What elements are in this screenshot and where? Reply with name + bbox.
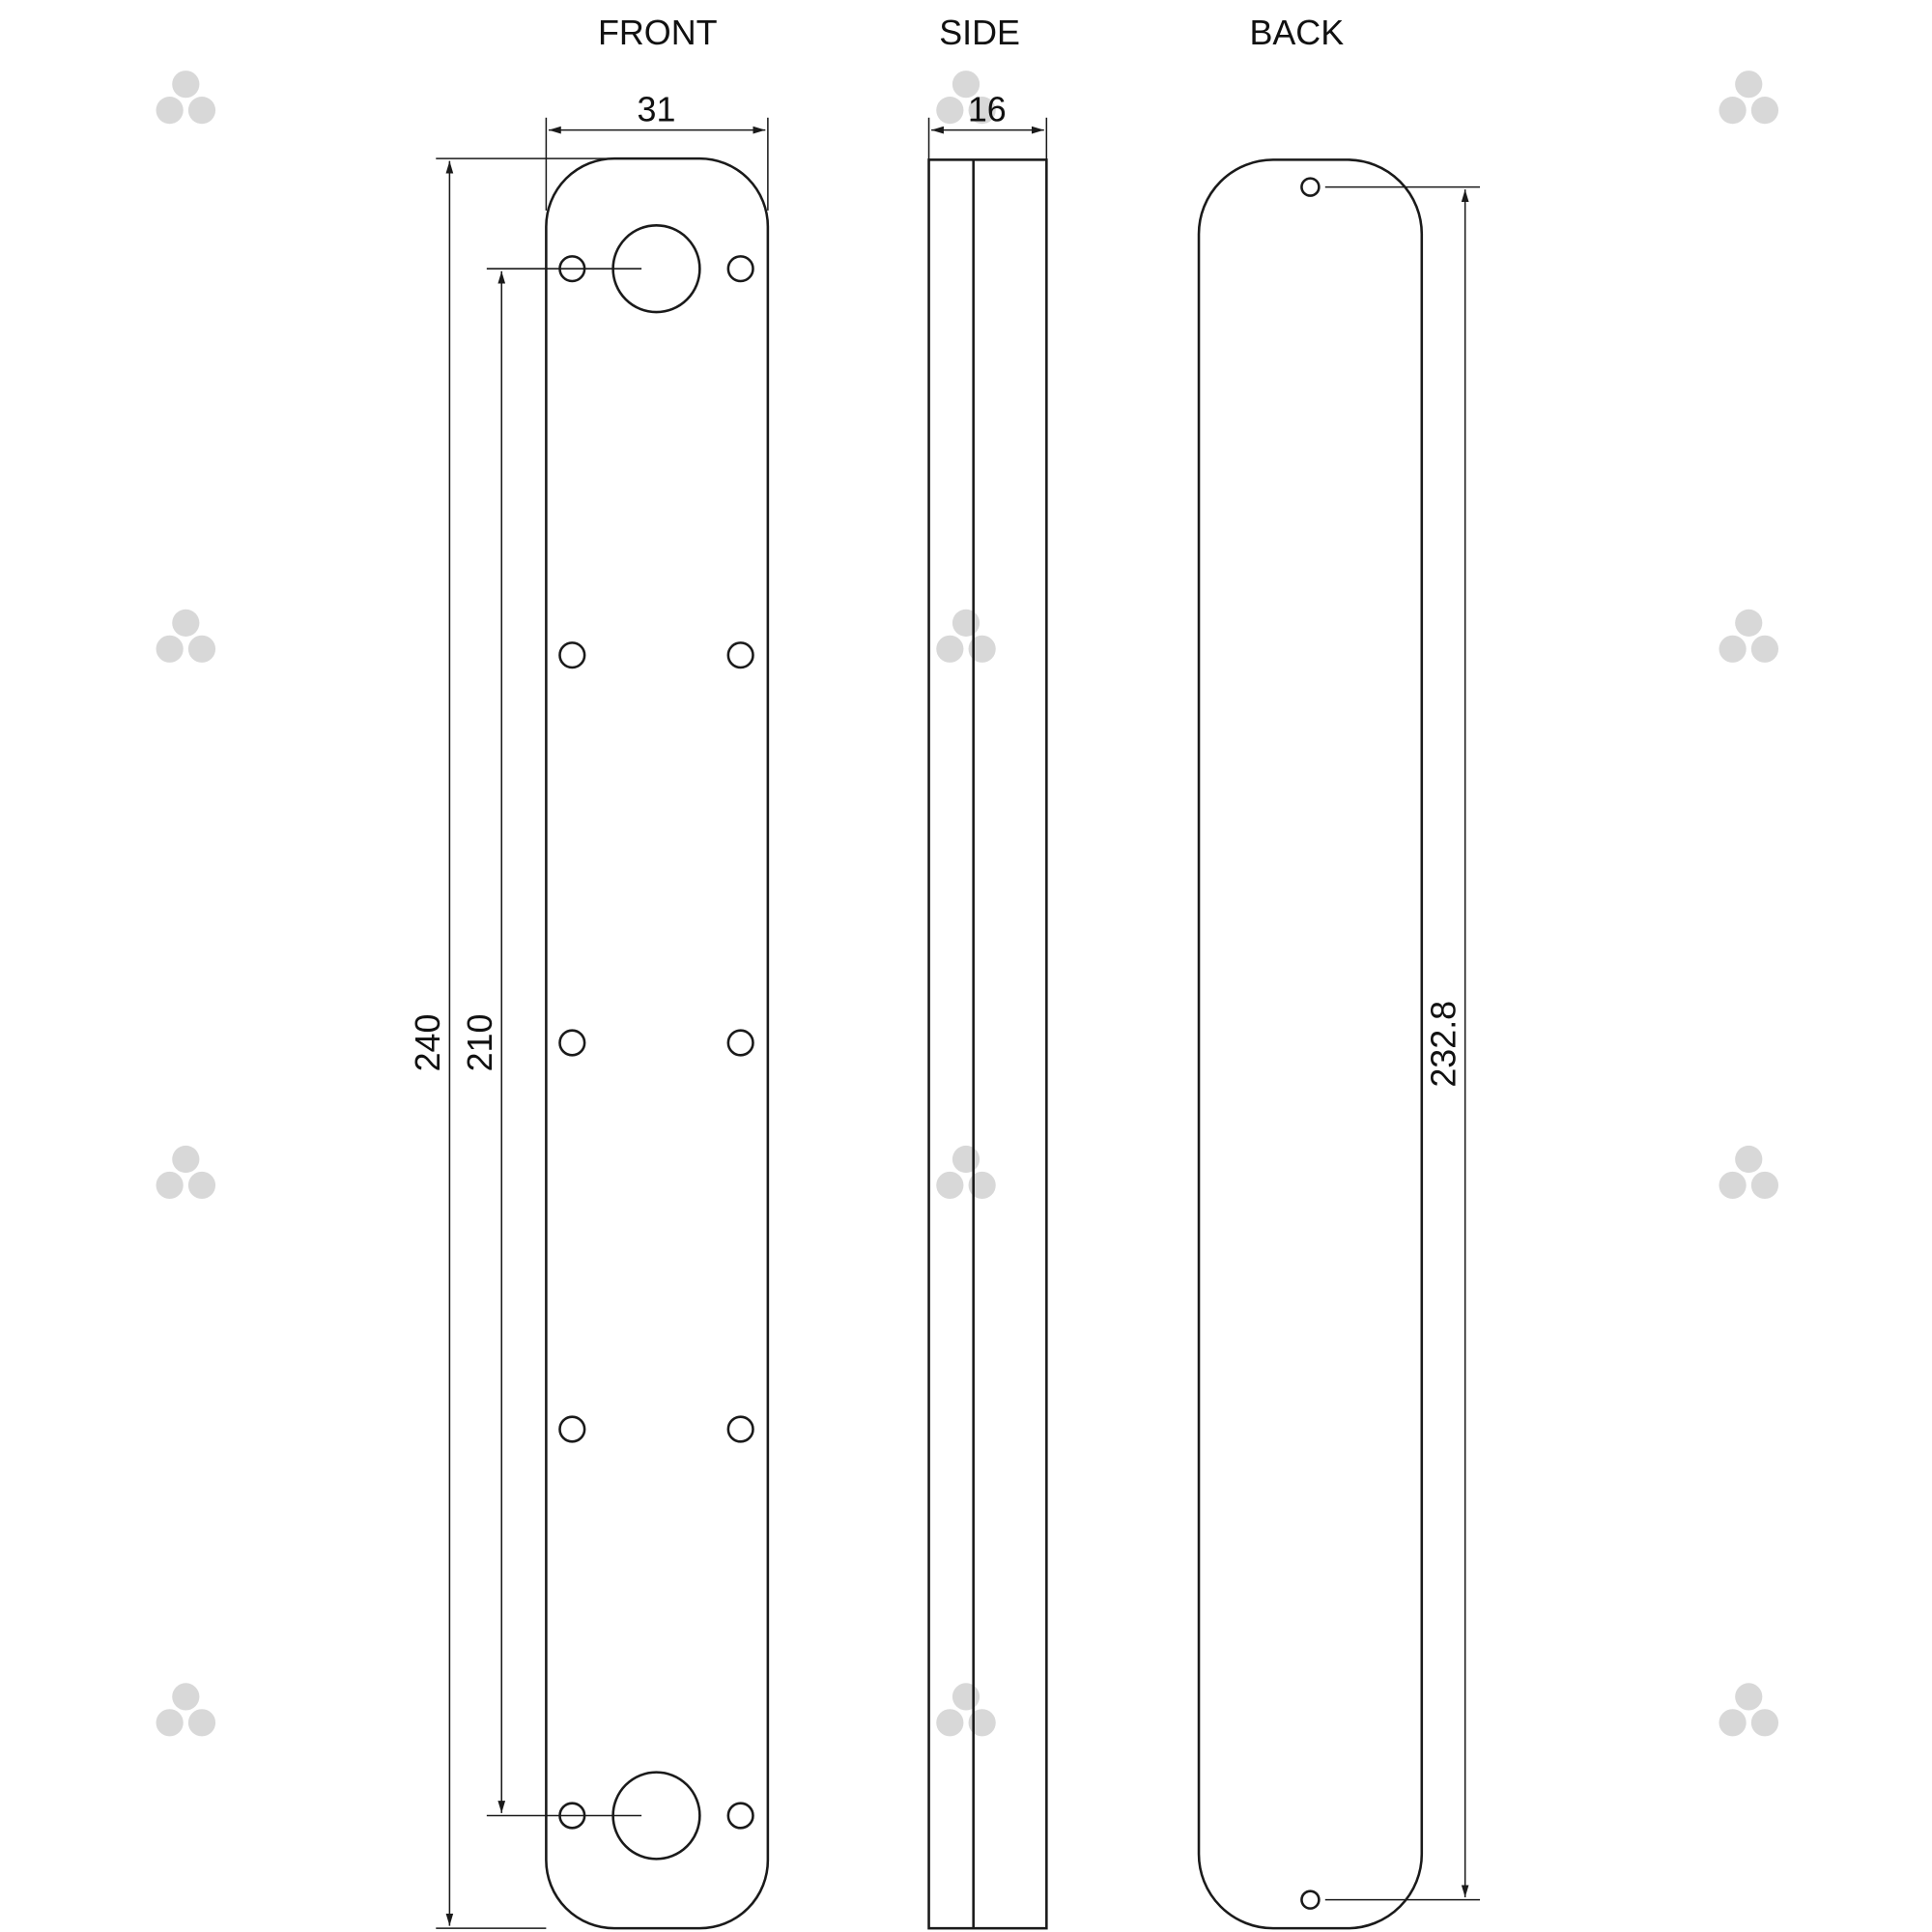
tri-lobe-logo-icon: [1719, 1145, 1779, 1200]
back-view-title: BACK: [1249, 14, 1344, 52]
back-view: 232.8: [1197, 158, 1481, 1930]
back-plate-outline: [1197, 158, 1424, 1930]
tri-lobe-logo-icon: [936, 1683, 996, 1737]
side-outline: [927, 158, 1048, 1930]
width-dimension-label: 31: [638, 91, 676, 129]
front-plate-outline: [545, 156, 770, 1930]
mount-hole: [1300, 177, 1321, 197]
tri-lobe-logo-icon: [1719, 1683, 1779, 1737]
front-view-title: FRONT: [598, 14, 718, 52]
tri-lobe-logo-icon: [936, 1145, 996, 1200]
thickness-dimension-label: 16: [968, 91, 1007, 129]
tri-lobe-logo-icon: [1719, 609, 1779, 663]
hole-spacing-dimension-label: 210: [461, 1014, 499, 1072]
back-hole-spacing-dimension: 232.8: [1324, 185, 1481, 1901]
back-hole-spacing-dimension-label: 232.8: [1424, 1001, 1463, 1088]
front-view: 31 240 210: [409, 91, 770, 1930]
tri-lobe-logo-icon: [156, 1145, 216, 1200]
mount-hole: [1300, 1889, 1321, 1910]
hole-spacing-dimension: 210: [461, 268, 642, 1817]
height-dimension: 240: [409, 157, 620, 1929]
thickness-dimension: 16: [927, 91, 1048, 160]
tri-lobe-logo-icon: [156, 1683, 216, 1737]
watermark-logos: [156, 71, 1779, 1737]
height-dimension-label: 240: [409, 1014, 447, 1072]
width-dimension: 31: [545, 91, 769, 211]
side-view: 16: [927, 91, 1048, 1930]
tri-lobe-logo-icon: [936, 609, 996, 663]
tri-lobe-logo-icon: [1719, 71, 1779, 125]
side-view-title: SIDE: [939, 14, 1020, 52]
tri-lobe-logo-icon: [156, 71, 216, 125]
small-holes: [558, 255, 754, 1830]
tri-lobe-logo-icon: [156, 609, 216, 663]
